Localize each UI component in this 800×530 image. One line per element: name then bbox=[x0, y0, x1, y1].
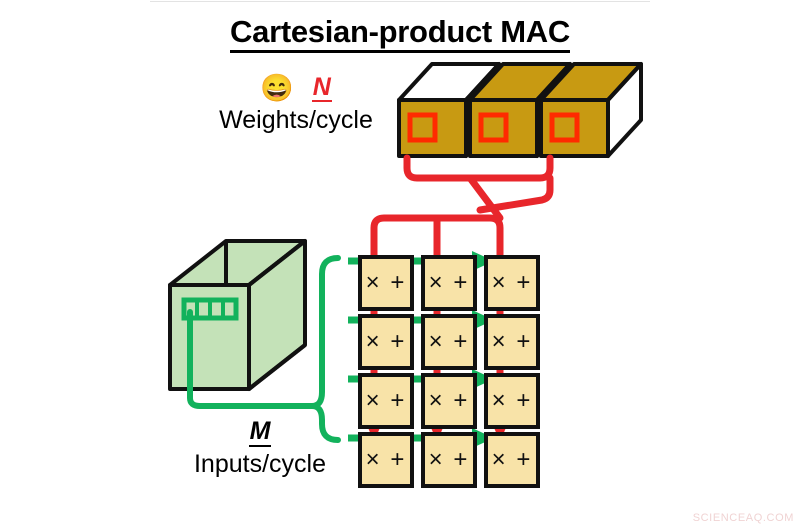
input-broadcast-connector bbox=[187, 309, 319, 409]
weight-cube-group bbox=[397, 62, 643, 158]
weight-broadcast-connector bbox=[370, 154, 554, 249]
weight-marker-square-2 bbox=[478, 112, 509, 143]
mac-cell-r1c2[interactable]: × + bbox=[421, 255, 477, 311]
mac-cell-r3c2[interactable]: × + bbox=[421, 373, 477, 429]
weight-marker-square-3 bbox=[549, 112, 580, 143]
top-divider-line bbox=[150, 1, 650, 2]
page-title-text: Cartesian-product MAC bbox=[230, 14, 570, 53]
input-register-strip bbox=[181, 297, 239, 321]
inputs-variable-wrap: M bbox=[170, 417, 350, 447]
inputs-variable-m: M bbox=[248, 417, 272, 447]
input-row-brace bbox=[309, 255, 341, 443]
mac-cell-r2c3[interactable]: × + bbox=[484, 314, 540, 370]
page-title: Cartesian-product MAC bbox=[0, 14, 800, 53]
watermark: SCIENCEAQ.COM bbox=[692, 512, 794, 524]
mac-cell-r1c1[interactable]: × + bbox=[358, 255, 414, 311]
weights-variable-n: N bbox=[311, 73, 332, 102]
weights-per-cycle-label: Weights/cycle bbox=[219, 106, 373, 134]
mac-cell-r4c2[interactable]: × + bbox=[421, 432, 477, 488]
mac-cell-r4c3[interactable]: × + bbox=[484, 432, 540, 488]
weights-legend: 😄 N bbox=[196, 74, 396, 102]
mac-cell-r4c1[interactable]: × + bbox=[358, 432, 414, 488]
mac-cell-r2c2[interactable]: × + bbox=[421, 314, 477, 370]
mac-cell-r2c1[interactable]: × + bbox=[358, 314, 414, 370]
grinning-face-emoji: 😄 bbox=[260, 72, 294, 103]
input-cube bbox=[168, 239, 307, 391]
weight-marker-square-1 bbox=[407, 112, 438, 143]
mac-cell-r1c3[interactable]: × + bbox=[484, 255, 540, 311]
mac-cell-r3c3[interactable]: × + bbox=[484, 373, 540, 429]
inputs-per-cycle-label: Inputs/cycle bbox=[193, 450, 326, 478]
mac-cell-r3c1[interactable]: × + bbox=[358, 373, 414, 429]
